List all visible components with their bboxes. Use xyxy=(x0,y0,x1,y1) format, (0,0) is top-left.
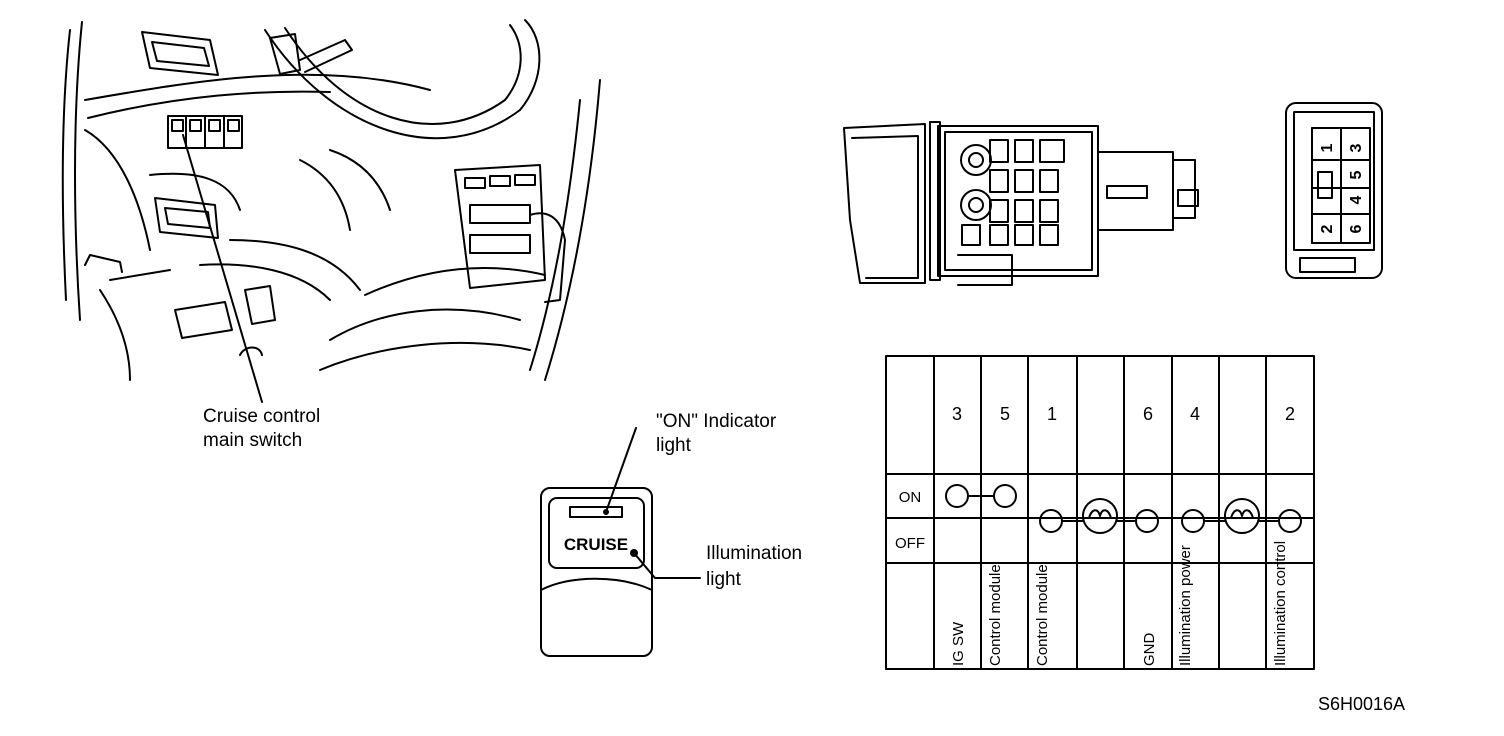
terminal-table-grid xyxy=(885,355,1315,670)
terminal-number: 5 xyxy=(1000,404,1010,424)
row-label-off: OFF xyxy=(895,535,925,552)
connector-pin: 2 xyxy=(1319,224,1336,233)
connector-pin: 6 xyxy=(1348,224,1365,233)
connector-pin: 3 xyxy=(1348,143,1365,152)
indicator-label-line2: light xyxy=(656,435,691,456)
terminal-number: 1 xyxy=(1047,404,1057,424)
terminal-number: 4 xyxy=(1190,404,1200,424)
function-label: GND xyxy=(1141,633,1158,667)
illumination-label-line1: Illumination xyxy=(706,543,803,564)
dashboard-illustration xyxy=(61,19,601,381)
row-label-on: ON xyxy=(899,489,922,506)
function-label: Control module xyxy=(987,564,1004,666)
cruise-button-label: CRUISE xyxy=(564,535,628,554)
connector-end-view xyxy=(1285,102,1383,279)
illumination-label-line2: light xyxy=(706,569,741,590)
figure-code: S6H0016A xyxy=(1318,694,1406,714)
connector-pin: 5 xyxy=(1348,170,1365,179)
main-switch-label-line2: main switch xyxy=(203,430,303,451)
connector-pin: 1 xyxy=(1319,143,1336,152)
terminal-number: 3 xyxy=(952,404,962,424)
function-label: IG SW xyxy=(950,621,967,666)
function-label: Control module xyxy=(1034,564,1051,666)
switch-callout-line xyxy=(182,134,263,403)
function-label: Illumination power xyxy=(1177,545,1194,666)
connector-side-view xyxy=(843,121,1199,286)
terminal-number: 2 xyxy=(1285,404,1295,424)
main-switch-label-line1: Cruise control xyxy=(203,406,321,427)
indicator-label-line1: "ON" Indicator xyxy=(656,411,777,432)
cruise-switch-face xyxy=(540,427,701,657)
connector-pin: 4 xyxy=(1348,195,1365,204)
function-label: Illumination control xyxy=(1272,541,1289,666)
terminal-number: 6 xyxy=(1143,404,1153,424)
